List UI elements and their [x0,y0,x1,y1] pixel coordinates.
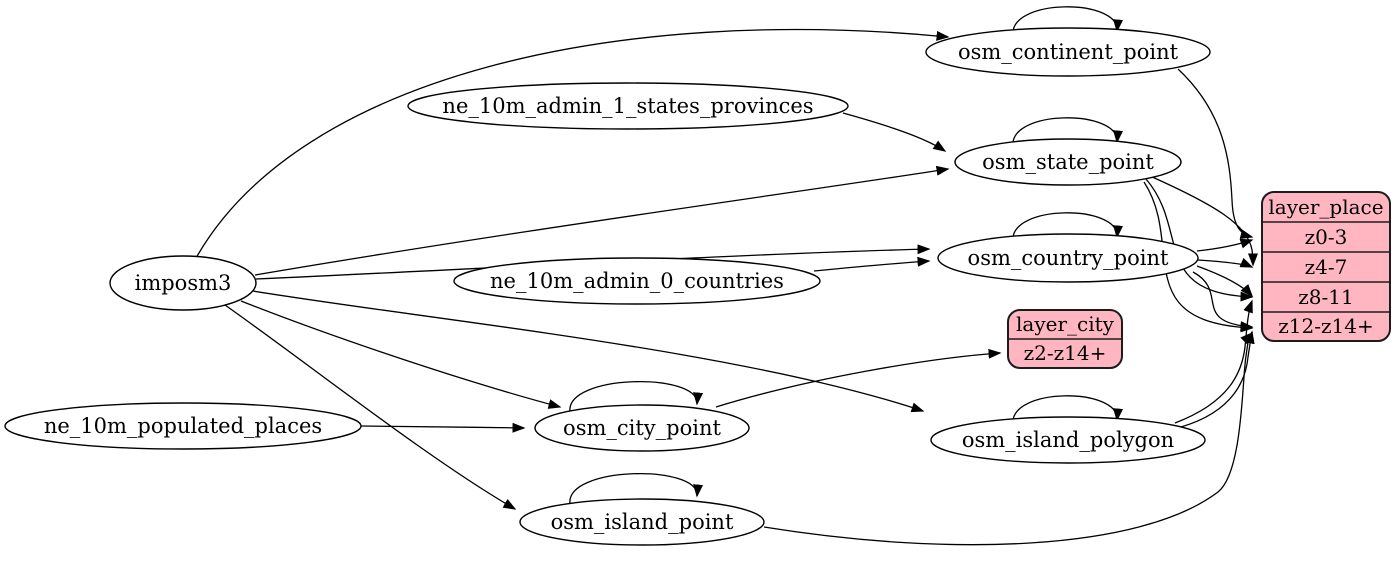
edge-imposm3-to-osm-island-point [224,304,517,510]
labels: imposm3 ne_10m_admin_1_states_provinces … [44,40,1384,534]
self-loop-osm-island-polygon [1012,395,1123,426]
edges [195,6,1258,546]
self-loop-osm-country-point [1012,212,1123,243]
label-osm-city-point: osm_city_point [563,416,721,440]
layer-city-row-z2-z14: z2-z14+ [1024,341,1107,365]
node-osm-continent-point [925,27,1211,77]
node-osm-country-point [937,233,1199,283]
edge-ne-admin1-to-osm-state-point [842,112,947,152]
self-loop-osm-island-point [569,472,704,505]
edge-imposm3-to-osm-state-point [254,165,950,276]
edge-osm-state-point-to-layer-place-z4-7 [1149,175,1258,267]
layer-place-row-z4-7: z4-7 [1305,255,1348,279]
edge-osm-island-polygon-to-layer-place-z8-11 [1174,299,1253,424]
label-osm-island-polygon: osm_island_polygon [962,428,1174,452]
label-ne-10m-populated-places: ne_10m_populated_places [44,414,322,438]
edge-imposm3-to-osm-city-point [240,300,562,409]
edge-osm-country-point-to-layer-place-z4-7 [1197,257,1254,268]
edge-ne-places-to-osm-city-point [360,422,526,433]
node-osm-city-point [534,404,750,452]
layer-place-title: layer_place [1268,195,1383,219]
label-imposm3: imposm3 [135,271,232,295]
self-loop-osm-city-point [569,380,704,413]
self-loop-osm-state-point [1012,117,1123,148]
node-osm-state-point [954,138,1182,186]
edge-osm-state-point-to-layer-place-z12 [1143,181,1254,333]
self-loop-osm-continent-point [1012,6,1123,37]
label-osm-country-point: osm_country_point [968,246,1169,270]
edge-osm-country-point-to-layer-place-z0-3 [1196,238,1254,252]
label-osm-island-point: osm_island_point [551,510,734,534]
node-ne-10m-admin-1-states-provinces [407,82,849,130]
label-osm-state-point: osm_state_point [982,150,1154,174]
edge-osm-continent-point-to-layer-place-z0-3 [1177,68,1254,240]
layer-place-row-z8-11: z8-11 [1298,285,1353,309]
edge-imposm3-to-osm-continent-point [195,28,950,259]
layer-city-title: layer_city [1016,312,1115,336]
node-ne-10m-admin-0-countries [453,257,821,305]
edge-osm-country-point-to-layer-place-z12 [1192,271,1254,332]
node-imposm3 [109,255,257,311]
edge-imposm3-to-osm-island-polygon [252,290,925,413]
label-ne-10m-admin-1-states-provinces: ne_10m_admin_1_states_provinces [442,94,813,118]
node-ne-10m-populated-places [4,402,362,450]
nodes [4,27,1391,546]
label-osm-continent-point: osm_continent_point [958,40,1179,64]
layer-city-box [1007,309,1123,369]
layer-place-box [1261,191,1391,342]
label-ne-10m-admin-0-countries: ne_10m_admin_0_countries [490,269,784,293]
node-osm-island-point [519,498,765,546]
edge-ne-admin0-to-osm-country-point [813,256,931,272]
edge-osm-city-point-to-layer-city-z2 [715,348,1002,408]
layer-place-row-z0-3: z0-3 [1305,225,1348,249]
edge-osm-island-point-to-layer-place-z12 [763,331,1254,546]
layer-place-row-z12-z14: z12-z14+ [1278,314,1374,338]
node-osm-island-polygon [930,416,1206,464]
